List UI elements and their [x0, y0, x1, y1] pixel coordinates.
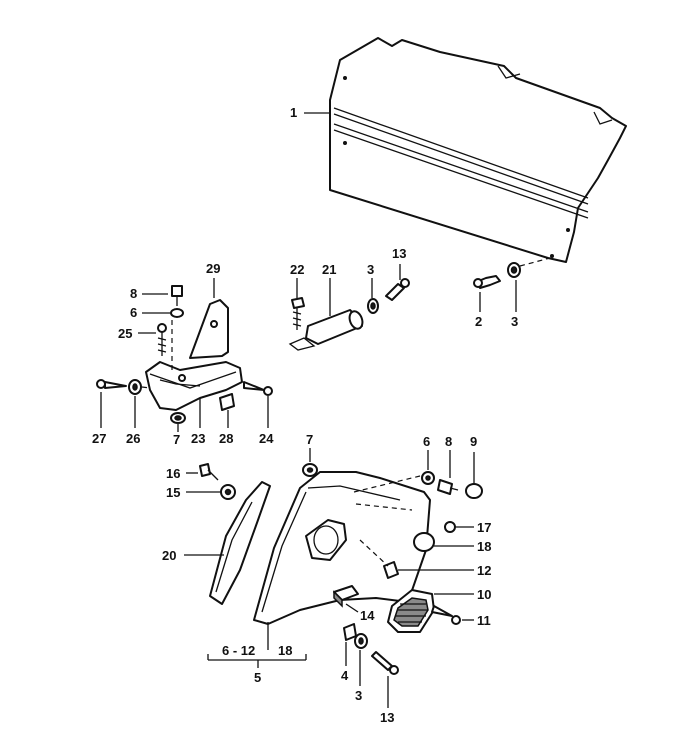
- clip-part-4[interactable]: [343, 623, 357, 641]
- dashed-line: [141, 386, 151, 389]
- bolt-part-22[interactable]: [291, 297, 305, 330]
- callout-5: 5: [254, 670, 261, 685]
- callout-28: 28: [219, 431, 233, 446]
- bracket-plate-part-29[interactable]: [189, 299, 229, 359]
- callout-6-left: 6: [130, 305, 137, 320]
- callout-12: 12: [477, 563, 491, 578]
- callout-13-bottom: 13: [380, 710, 394, 725]
- screw-part-27[interactable]: [96, 379, 127, 389]
- nut-part-6-right[interactable]: [421, 471, 435, 485]
- callout-13-top: 13: [392, 246, 406, 261]
- callout-18: 18: [477, 539, 491, 554]
- callout-8-left: 8: [130, 286, 137, 301]
- callout-11: 11: [477, 613, 491, 628]
- screw-part-13-top[interactable]: [385, 278, 410, 301]
- hinge-bracket-part-23[interactable]: [145, 361, 243, 411]
- callout-18-group: 18: [278, 643, 292, 658]
- callout-22: 22: [290, 262, 304, 277]
- callout-3-bottom: 3: [355, 688, 362, 703]
- dashed-line: [355, 503, 413, 511]
- dashed-line: [353, 475, 421, 493]
- speaker-opening: [305, 519, 347, 561]
- callout-7-left: 7: [173, 432, 180, 447]
- callout-10: 10: [477, 587, 491, 602]
- dashed-line: [359, 539, 389, 567]
- callout-3-center: 3: [367, 262, 374, 277]
- screw-part-13-bottom[interactable]: [371, 651, 399, 675]
- dashed-line: [519, 257, 551, 267]
- callout-25: 25: [118, 326, 132, 341]
- callout-17: 17: [477, 520, 491, 535]
- washer-part-7-mid[interactable]: [302, 463, 318, 477]
- screw-part-25[interactable]: [157, 323, 167, 356]
- callout-6-12-range: 6 - 12: [222, 643, 255, 658]
- side-trim-strip-part-20[interactable]: [209, 481, 271, 605]
- callout-20: 20: [162, 548, 176, 563]
- washer-part-3-right[interactable]: [507, 262, 521, 278]
- hinge-tube-part-21[interactable]: [288, 309, 365, 351]
- washer-part-26[interactable]: [128, 379, 142, 395]
- callout-15: 15: [166, 485, 180, 500]
- cap-part-18[interactable]: [413, 532, 435, 552]
- washer-part-15[interactable]: [220, 484, 236, 500]
- callout-21: 21: [322, 262, 336, 277]
- bolt-part-8-right[interactable]: [437, 479, 459, 495]
- callout-27: 27: [92, 431, 106, 446]
- bolt-part-8-left[interactable]: [171, 285, 183, 306]
- callout-14: 14: [360, 608, 375, 623]
- washer-part-3-bottom[interactable]: [354, 633, 368, 649]
- rear-shelf-panel[interactable]: [329, 37, 627, 263]
- callout-8-right: 8: [445, 434, 452, 449]
- callout-16: 16: [166, 466, 180, 481]
- clip-part-28[interactable]: [219, 393, 235, 411]
- callout-24: 24: [259, 431, 274, 446]
- callout-7-mid: 7: [306, 432, 313, 447]
- callout-9: 9: [470, 434, 477, 449]
- nut-part-6-left[interactable]: [170, 308, 184, 318]
- washer-part-3-center[interactable]: [367, 298, 379, 314]
- callout-29: 29: [206, 261, 220, 276]
- callout-26: 26: [126, 431, 140, 446]
- screw-part-24[interactable]: [243, 381, 273, 396]
- callout-1: 1: [290, 105, 297, 120]
- callout-4: 4: [341, 668, 349, 683]
- cap-part-9[interactable]: [465, 483, 483, 499]
- leader-line: [345, 603, 359, 613]
- screw-part-2[interactable]: [473, 275, 501, 289]
- bolt-part-16[interactable]: [199, 463, 219, 481]
- pin-part-17[interactable]: [444, 521, 456, 533]
- callout-23: 23: [191, 431, 205, 446]
- washer-part-7-left[interactable]: [170, 412, 186, 424]
- side-trim-panel-part-5[interactable]: [253, 471, 431, 625]
- speaker-grille-part-10[interactable]: [387, 589, 435, 633]
- callout-2: 2: [475, 314, 482, 329]
- group-bracket-part-5: [207, 654, 307, 668]
- screw-part-11[interactable]: [431, 605, 461, 625]
- block-part-14[interactable]: [333, 585, 359, 608]
- callout-6-right: 6: [423, 434, 430, 449]
- callout-3-right: 3: [511, 314, 518, 329]
